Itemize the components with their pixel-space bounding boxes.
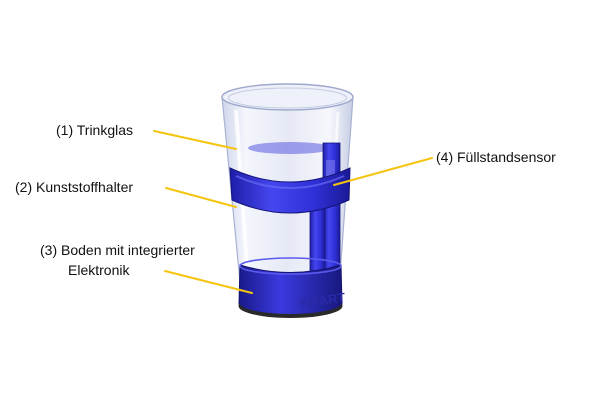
label-holder: (2) Kunststoffhalter [15, 179, 134, 195]
leader-lines [153, 130, 433, 294]
glass-inner-reflection [248, 142, 332, 154]
label-base-line1: (3) Boden mit integrierter [40, 242, 195, 258]
label-glass: (1) Trinkglas [56, 122, 134, 138]
base-top-edge [239, 257, 342, 275]
holder-post-front [309, 204, 326, 281]
leader-line-holder [165, 187, 237, 208]
leader-line-glass [153, 130, 237, 150]
base-bottom [239, 292, 342, 314]
leader-line-sensor [333, 157, 433, 186]
glass-rim-inner [228, 87, 347, 109]
holder-band [229, 167, 351, 214]
glass-rim [221, 83, 354, 111]
label-sensor: (4) Füllstandsensor [436, 149, 556, 165]
holder-band-highlight [235, 175, 345, 189]
label-base-line2: Elektronik [68, 262, 130, 278]
leader-line-base [164, 270, 253, 294]
base-brand-text: SMART [298, 290, 346, 311]
